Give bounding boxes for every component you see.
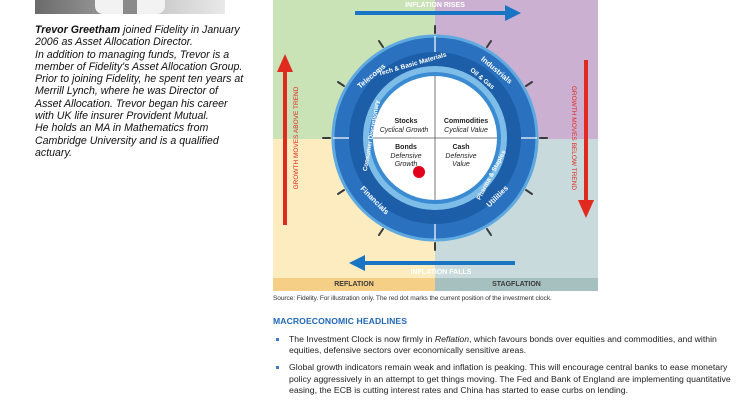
author-bio: Trevor Greetham joined Fidelity in Janua… xyxy=(35,24,245,159)
quadrant-stocks-title: Stocks xyxy=(395,118,418,125)
inflation-rises-label: INFLATION RISES xyxy=(405,2,465,9)
growth-above-trend-arrow xyxy=(277,54,293,225)
headline-1-post: , which favours bonds over equities and … xyxy=(289,334,717,356)
bio-name: Trevor Greetham xyxy=(35,24,121,36)
headline-1-em: Reflation xyxy=(434,334,470,344)
growth-above-trend-label: GROWTH MOVES ABOVE TREND xyxy=(293,86,300,189)
photo-tie xyxy=(123,0,137,14)
headline-item: The Investment Clock is now firmly in Re… xyxy=(275,334,735,356)
phase-stagflation: STAGFLATION xyxy=(435,278,598,291)
bio-para-2: In addition to managing funds, Trevor is… xyxy=(35,48,243,73)
ring-separators xyxy=(333,36,537,240)
bio-para-3: Prior to joining Fidelity, he spent ten … xyxy=(35,73,244,123)
author-photo xyxy=(35,0,225,14)
headline-1-pre: The Investment Clock is now firmly in xyxy=(289,334,435,344)
quadrant-commodities-title: Commodities xyxy=(444,118,488,125)
clock-ticks xyxy=(322,25,548,251)
quadrant-commodities-sub: Cyclical Value xyxy=(444,127,488,134)
headline-item: Global growth indicators remain weak and… xyxy=(275,362,735,396)
current-position-dot xyxy=(413,166,425,178)
quadrant-bonds-sub2: Growth xyxy=(395,161,418,168)
inflation-falls-label: INFLATION FALLS xyxy=(411,269,472,276)
figure-source: Source: Fidelity. For illustration only.… xyxy=(273,295,552,302)
bio-para-1: Trevor Greetham joined Fidelity in Janua… xyxy=(35,24,245,49)
inflation-falls-arrow xyxy=(349,255,515,271)
bio-line-1: joined Fidelity in January 2006 as Asset… xyxy=(35,24,240,49)
bullet-marker xyxy=(276,338,279,341)
quadrant-stocks-sub: Cyclical Growth xyxy=(380,127,429,134)
inflation-rises-arrow xyxy=(355,5,521,21)
growth-below-trend-arrow xyxy=(578,60,594,218)
headlines-title: MACROECONOMIC HEADLINES xyxy=(273,316,408,326)
quadrant-cash-sub2: Value xyxy=(452,161,470,168)
quadrant-bonds-sub1: Defensive xyxy=(390,153,421,160)
quadrant-cash-sub1: Defensive xyxy=(445,153,476,160)
bullet-marker xyxy=(276,366,279,370)
quadrant-bonds-title: Bonds xyxy=(395,144,417,151)
investment-clock: INFLATION RISES INFLATION FALLS GROWTH M… xyxy=(273,0,598,278)
headline-2: Global growth indicators remain weak and… xyxy=(289,362,731,395)
growth-below-trend-label: GROWTH MOVES BELOW TREND xyxy=(570,86,577,191)
bio-para-4: He holds an MA in Mathematics from Cambr… xyxy=(35,122,219,159)
headlines-list: The Investment Clock is now firmly in Re… xyxy=(275,334,735,402)
phase-reflation: REFLATION xyxy=(273,278,435,291)
quadrant-cash-title: Cash xyxy=(452,144,469,151)
